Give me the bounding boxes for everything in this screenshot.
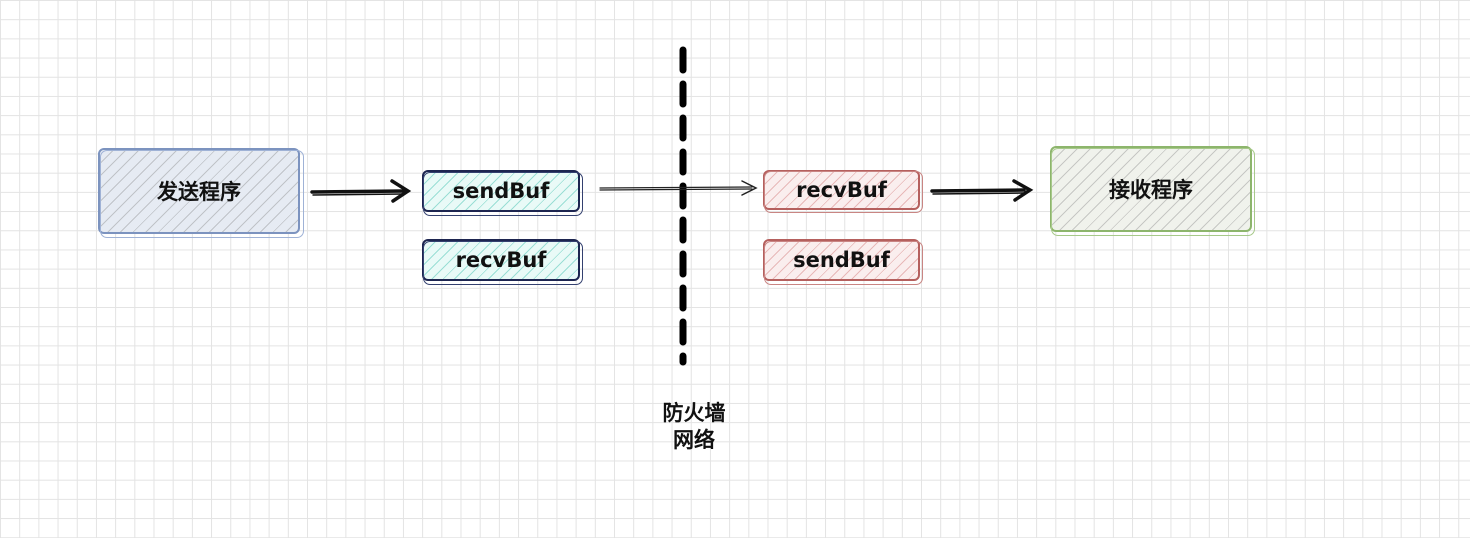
receiver-program-label: 接收程序 bbox=[1109, 178, 1193, 202]
arrow-sendbuf-to-recvbuf bbox=[599, 180, 758, 196]
receiver-sendbuf-label: sendBuf bbox=[793, 248, 890, 272]
firewall-label: 防火墙 bbox=[662, 401, 726, 425]
arrow-sender-to-sendbuf bbox=[310, 179, 412, 203]
sender-recvbuf-box: recvBuf bbox=[422, 239, 583, 285]
sender-program-box: 发送程序 bbox=[98, 148, 304, 238]
receiver-recvbuf-box: recvBuf bbox=[763, 170, 923, 213]
receiver-sendbuf-box: sendBuf bbox=[763, 239, 923, 285]
sender-recvbuf-label: recvBuf bbox=[455, 248, 547, 272]
sender-sendbuf-label: sendBuf bbox=[452, 179, 550, 203]
sender-program-label: 发送程序 bbox=[157, 180, 241, 204]
arrow-recvbuf-to-receiver bbox=[930, 179, 1034, 202]
network-label: 网络 bbox=[673, 428, 715, 452]
receiver-program-box: 接收程序 bbox=[1050, 146, 1255, 236]
sender-sendbuf-box: sendBuf bbox=[422, 170, 583, 216]
firewall-caption: 防火墙 网络 bbox=[640, 400, 748, 454]
receiver-recvbuf-label: recvBuf bbox=[796, 178, 887, 202]
